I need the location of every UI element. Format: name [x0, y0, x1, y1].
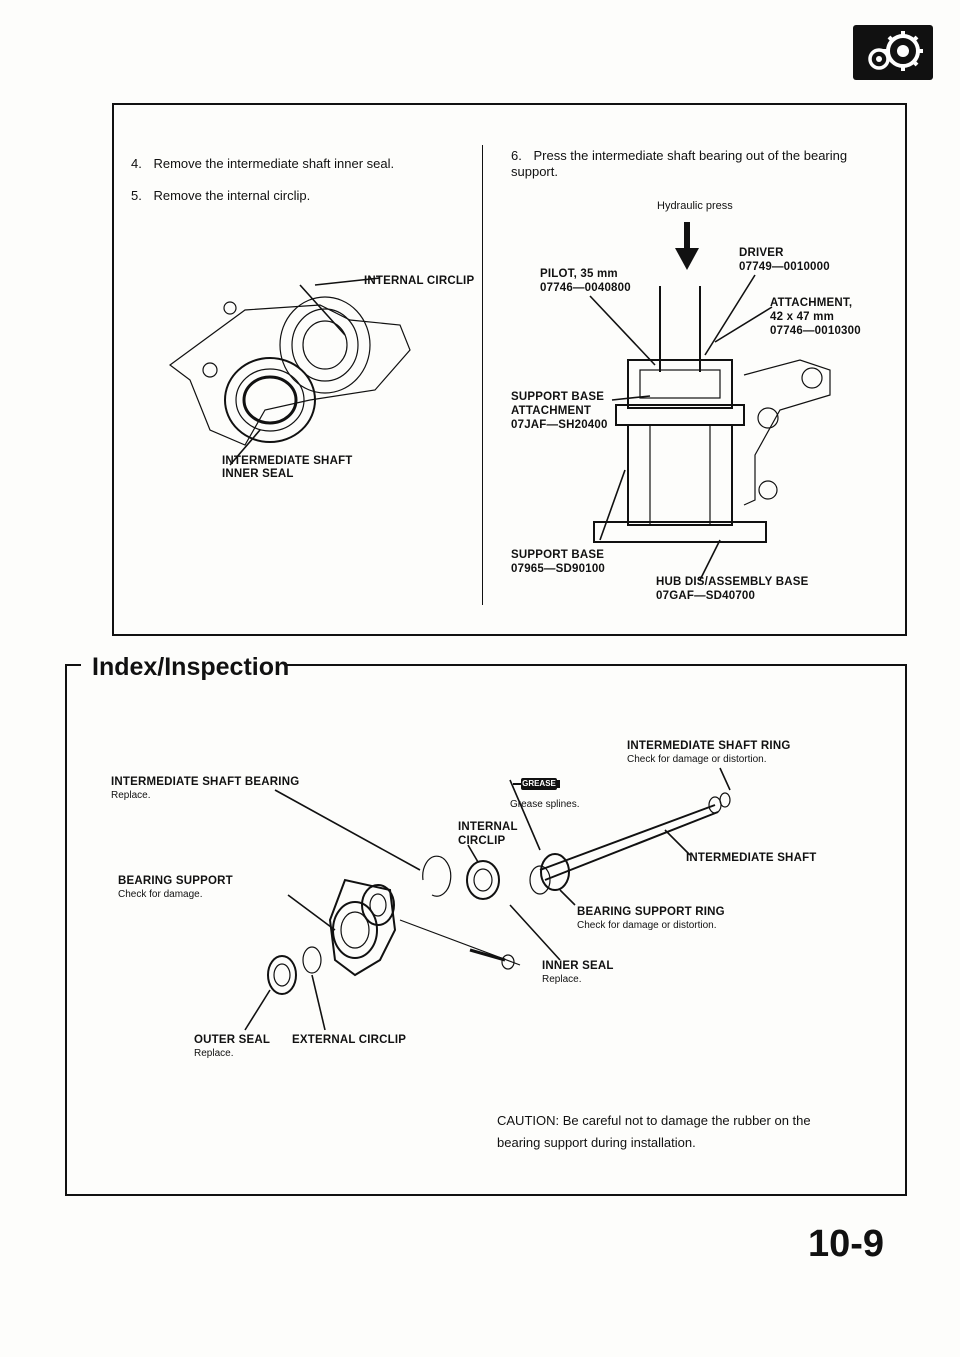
top-frame-rule: [112, 103, 907, 105]
label-support-ring-name: BEARING SUPPORT RING: [577, 906, 725, 918]
label-driver-name: DRIVER: [739, 247, 784, 259]
label-shaft-bearing-note: Replace.: [111, 790, 151, 801]
grease-icon: GREASE: [513, 778, 563, 790]
label-bearing-support-name: BEARING SUPPORT: [118, 875, 233, 887]
label-inner-seal-name: INNER SEAL: [542, 960, 614, 972]
caution-line-2: bearing support during installation.: [497, 1135, 696, 1150]
caution-line-1: CAUTION: Be careful not to damage the ru…: [497, 1113, 811, 1128]
step-4-text: Remove the intermediate shaft inner seal…: [153, 156, 395, 171]
label-support-base-attachment-code: 07JAF—SH20400: [511, 419, 608, 431]
top-frame-right: [905, 103, 907, 636]
grease-badge: GREASE: [521, 778, 557, 790]
driveshaft-section-icon: [853, 25, 933, 80]
label-outer-seal-name: OUTER SEAL: [194, 1034, 271, 1046]
step-4-number: 4.: [131, 156, 142, 171]
step-6-number: 6.: [511, 148, 522, 163]
label-internal-circlip-line2: CIRCLIP: [458, 835, 506, 847]
top-frame-left: [112, 103, 114, 636]
label-inner-seal-line2: INNER SEAL: [222, 468, 294, 480]
title-rule-right: [285, 664, 907, 666]
lower-frame-right: [905, 664, 907, 1196]
lower-frame-bottom: [65, 1194, 907, 1196]
step-6-text: Press the intermediate shaft bearing out…: [511, 148, 848, 179]
step-6: 6. Press the intermediate shaft bearing …: [511, 148, 871, 180]
label-grease-note: Grease splines.: [510, 799, 580, 810]
label-shaft-bearing-name: INTERMEDIATE SHAFT BEARING: [111, 776, 300, 788]
label-internal-circlip-line1: INTERNAL: [458, 821, 518, 833]
label-support-base-attachment-line1: SUPPORT BASE: [511, 391, 605, 403]
label-hub-base-name: HUB DIS/ASSEMBLY BASE: [656, 576, 809, 588]
label-support-ring-note: Check for damage or distortion.: [577, 920, 717, 931]
label-attachment-code: 07746—0010300: [770, 325, 861, 337]
label-shaft-ring-note: Check for damage or distortion.: [627, 754, 767, 765]
label-hub-base-code: 07GAF—SD40700: [656, 590, 756, 602]
label-attachment-size: 42 x 47 mm: [770, 311, 835, 323]
label-shaft-ring-name: INTERMEDIATE SHAFT RING: [627, 740, 791, 752]
label-attachment-name: ATTACHMENT,: [770, 297, 853, 309]
label-support-base-attachment-line2: ATTACHMENT: [511, 405, 592, 417]
section-title: Index/Inspection: [92, 653, 290, 681]
label-pilot-name: PILOT, 35 mm: [540, 268, 618, 280]
column-divider: [482, 145, 483, 605]
step-5: 5. Remove the internal circlip.: [131, 188, 461, 204]
gear-icon: [868, 31, 923, 71]
label-hydraulic-press: Hydraulic press: [657, 200, 733, 212]
label-intermediate-shaft: INTERMEDIATE SHAFT: [686, 852, 817, 864]
step-5-text: Remove the internal circlip.: [153, 188, 311, 203]
label-outer-seal-note: Replace.: [194, 1048, 234, 1059]
label-driver-code: 07749—0010000: [739, 261, 830, 273]
label-internal-circlip: INTERNAL CIRCLIP: [364, 275, 475, 287]
step-5-number: 5.: [131, 188, 142, 203]
label-inner-seal-line1: INTERMEDIATE SHAFT: [222, 455, 353, 467]
lower-frame-left: [65, 664, 67, 1196]
bearing-support-figure: [168, 277, 411, 466]
label-external-circlip: EXTERNAL CIRCLIP: [292, 1034, 407, 1046]
top-frame-bottom: [112, 634, 907, 636]
page-number: 10-9: [808, 1223, 885, 1265]
label-bearing-support-note: Check for damage.: [118, 889, 203, 900]
step-4: 4. Remove the intermediate shaft inner s…: [131, 156, 461, 172]
label-support-base-code: 07965—SD90100: [511, 563, 606, 575]
title-rule-left: [65, 664, 81, 666]
press-arrow-icon: [589, 222, 831, 581]
label-support-base-name: SUPPORT BASE: [511, 549, 605, 561]
label-pilot-code: 07746—0040800: [540, 282, 631, 294]
label-inner-seal-note: Replace.: [542, 974, 582, 985]
